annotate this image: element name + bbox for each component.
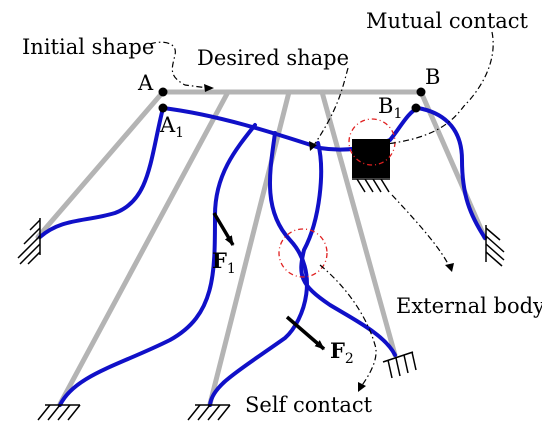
deformed-leg-5 <box>416 106 487 240</box>
label-force-f1-sub: 1 <box>227 261 236 277</box>
label-force-f1-main: F <box>212 248 227 273</box>
point-a1-dot <box>158 103 168 113</box>
label-force-f2-main: F <box>330 338 345 363</box>
deformed-shape <box>38 106 487 407</box>
leader-external-body <box>391 194 451 269</box>
force-f1-arrow <box>212 212 235 246</box>
deformed-leg-3 <box>208 131 309 407</box>
initial-leg-3 <box>207 89 292 407</box>
initial-leg-2 <box>57 89 231 407</box>
initial-leg-5 <box>418 89 488 241</box>
label-initial-shape: Initial shape <box>22 35 154 59</box>
label-self-contact: Self contact <box>245 393 373 417</box>
label-point-b1-sub: 1 <box>393 106 402 122</box>
point-a-dot <box>158 87 168 97</box>
leader-self-contact-head <box>358 382 366 392</box>
support-right-wall <box>485 225 505 267</box>
deformed-leg-1 <box>38 106 165 239</box>
label-point-a1-sub: 1 <box>175 125 184 141</box>
label-force-f2-sub: 2 <box>345 351 354 367</box>
label-point-b: B <box>425 65 440 89</box>
support-bottom-left <box>37 404 81 421</box>
leader-mutual-contact <box>385 31 494 145</box>
support-bottom-middle <box>187 404 231 421</box>
point-b1-dot <box>411 103 421 113</box>
leader-mutual-contact-head <box>381 140 390 148</box>
leader-external-body-head <box>445 263 454 272</box>
point-b-dot <box>416 87 426 97</box>
label-point-a: A <box>137 71 154 95</box>
label-external-body: External body <box>396 294 542 318</box>
mutual-contact-circle <box>348 118 396 166</box>
label-desired-shape: Desired shape <box>197 46 349 70</box>
label-point-a1-main: A <box>159 113 176 137</box>
label-point-a1: A1 <box>159 113 184 141</box>
label-point-b1-main: B <box>378 94 393 118</box>
initial-leg-4 <box>319 89 398 358</box>
self-contact-circle <box>278 228 328 278</box>
label-mutual-contact: Mutual contact <box>366 9 529 33</box>
label-force-f2: F2 <box>330 338 354 367</box>
leader-desired-shape-head <box>309 141 317 151</box>
external-body-support <box>352 178 390 193</box>
force-f2-arrow <box>285 315 326 351</box>
leader-desired-shape <box>311 67 349 149</box>
deformed-leg-2 <box>58 123 257 407</box>
initial-shape <box>35 89 488 407</box>
leader-self-contact <box>319 264 377 389</box>
initial-leg-1 <box>35 89 166 240</box>
deformed-top-beam <box>161 106 420 152</box>
label-force-f1: F1 <box>212 248 236 277</box>
support-bottom-right <box>382 351 417 379</box>
external-body-block <box>352 139 390 178</box>
label-point-b1: B1 <box>378 94 402 122</box>
leader-initial-shape-head <box>204 84 214 92</box>
support-left-wall <box>17 218 41 265</box>
